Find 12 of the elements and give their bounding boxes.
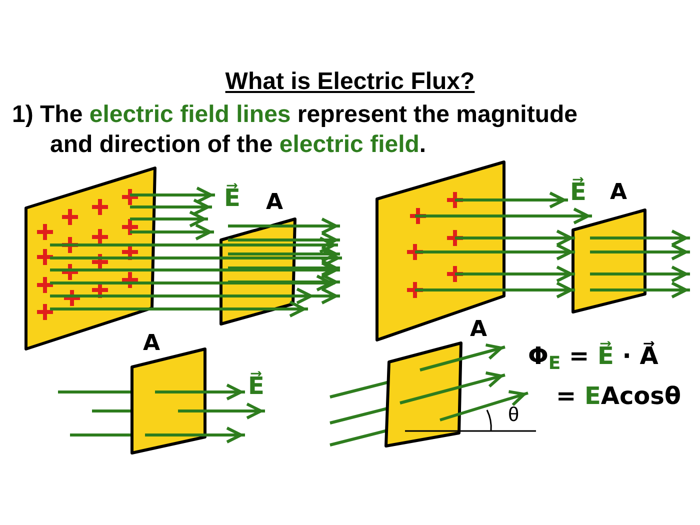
area-label: A [470, 316, 488, 344]
statement-text: 1) The electric field lines represent the magnitude and direction of the electric field. [12, 100, 578, 160]
area-label: A [266, 189, 284, 217]
angle-label: θ [508, 403, 520, 428]
flux-formula: = EAcosθ [556, 381, 681, 412]
field-vector-label: E⃗ [570, 176, 586, 208]
title: What is Electric Flux? [224, 67, 476, 97]
flux-formula: Φ$_{E}$ = E⃗ · A⃗ [528, 340, 658, 374]
area-label: A [143, 330, 160, 358]
area-label: A [610, 179, 628, 207]
field-vector-label: E⃗ [224, 182, 240, 214]
field-vector-label: E⃗ [248, 370, 264, 402]
